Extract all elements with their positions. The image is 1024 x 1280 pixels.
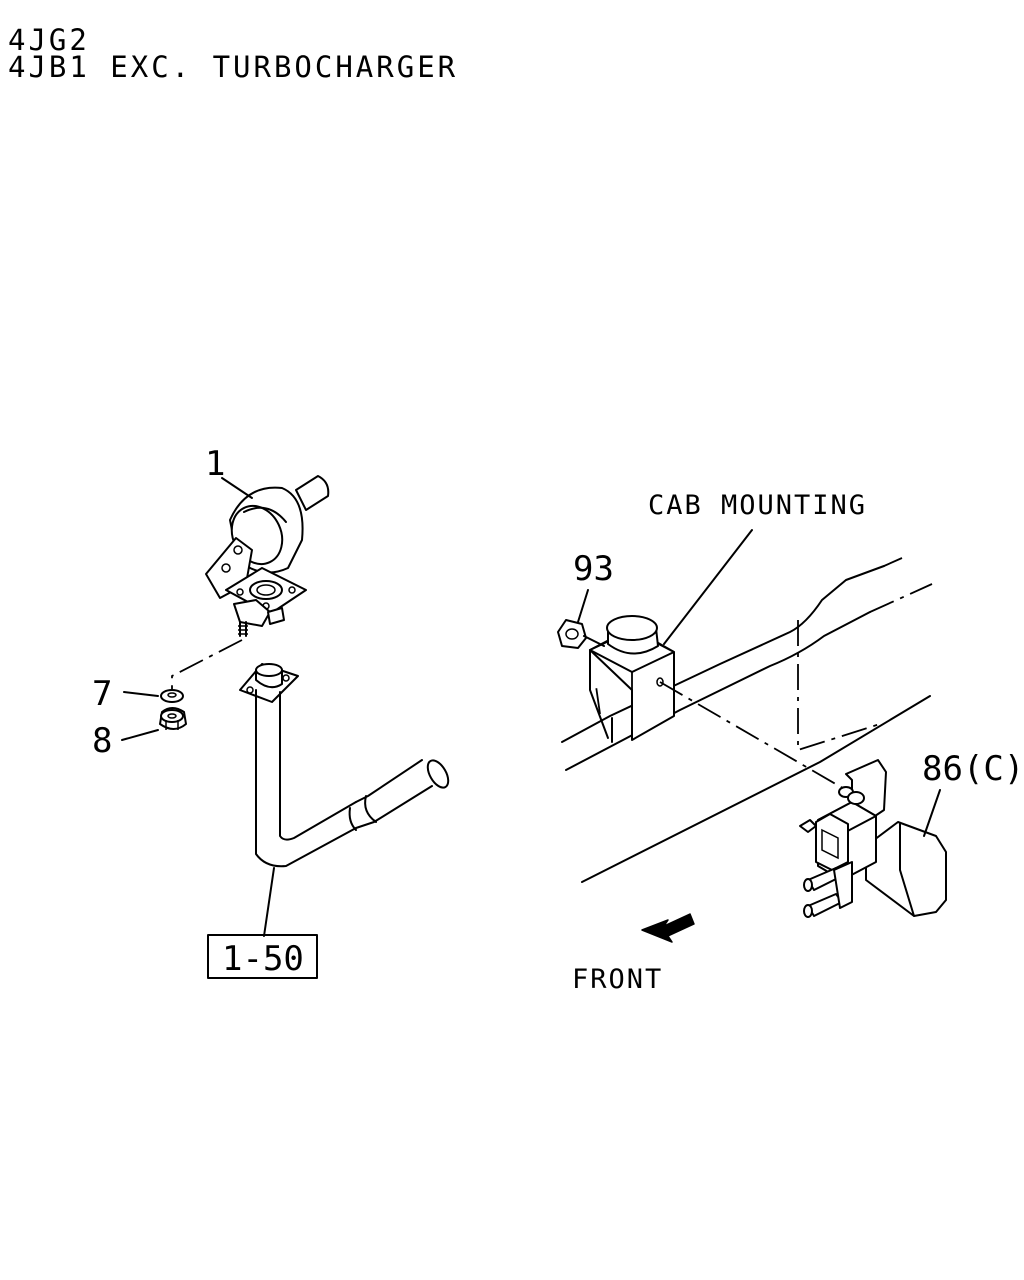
leader-part-86c (923, 789, 941, 837)
callout-part-86c: 86(C) (922, 749, 1024, 789)
cab-mounting-bracket (589, 615, 675, 741)
part-93-nut (557, 619, 587, 649)
part-7-washer (160, 689, 184, 703)
label-cab-mounting: CAB MOUNTING (648, 490, 867, 521)
part-1-valve-drawing (205, 475, 330, 637)
leader-part-7 (123, 691, 159, 697)
leader-part-1 (221, 477, 253, 499)
frame-rail (561, 557, 933, 883)
leader-pipe-1-50 (263, 867, 275, 937)
callout-part-93: 93 (573, 549, 614, 589)
leader-cab-mounting (663, 529, 753, 645)
ref-box-label: 1-50 (222, 939, 304, 979)
header-line-2: 4JB1 EXC. TURBOCHARGER (8, 50, 458, 84)
leader-part-93 (577, 589, 589, 623)
ref-box-1-50: 1-50 (207, 934, 318, 979)
leader-part-8 (121, 729, 159, 741)
assembly-line-86c (659, 681, 847, 791)
header-line-1: 4JG2 (8, 23, 90, 57)
callout-part-7: 7 (92, 674, 112, 714)
part-86c-solenoid-valve (799, 759, 947, 918)
pipe-1-50-drawing (239, 663, 450, 868)
callout-part-1: 1 (205, 444, 225, 484)
callout-part-8: 8 (92, 721, 112, 761)
label-front: FRONT (572, 964, 663, 995)
line-nut-to-bracket (583, 635, 605, 647)
front-arrow-icon (641, 913, 695, 943)
part-8-nut (159, 707, 187, 730)
assembly-line-stud (171, 639, 243, 690)
